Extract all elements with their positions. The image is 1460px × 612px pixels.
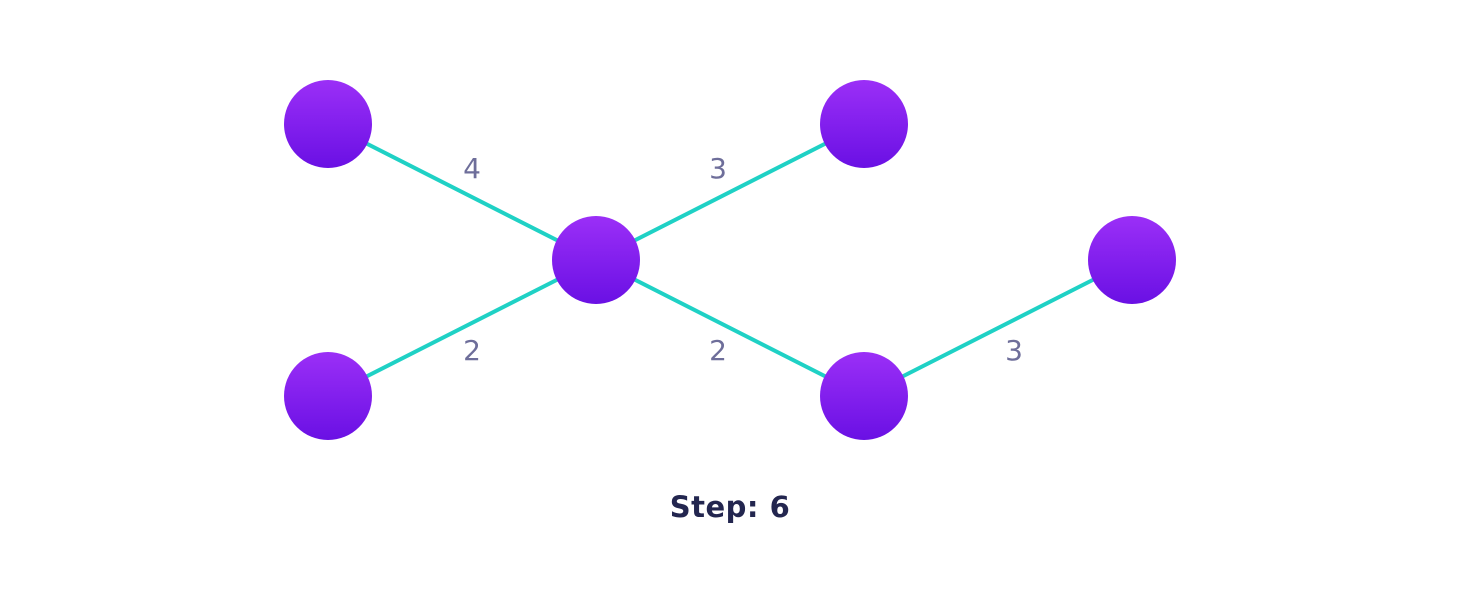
step-counter-label: Step: 6 <box>669 490 791 524</box>
graph-node-n1 <box>284 80 372 168</box>
graph-node-n4 <box>284 352 372 440</box>
edge-weight-n5-n6: 3 <box>1005 334 1023 367</box>
edge-n3-n5 <box>594 258 866 398</box>
edge-weight-n3-n2: 3 <box>709 152 727 185</box>
graph-node-n3 <box>552 216 640 304</box>
graph-node-n2 <box>820 80 908 168</box>
edge-n3-n2 <box>594 122 866 262</box>
nodes-layer <box>284 80 1176 440</box>
graph-node-n5 <box>820 352 908 440</box>
edge-weight-n4-n3: 2 <box>463 334 481 367</box>
edges-layer <box>326 122 1134 398</box>
edge-weights-layer: 4 3 2 2 3 <box>463 152 1023 367</box>
graph-node-n6 <box>1088 216 1176 304</box>
edge-n4-n3 <box>326 258 598 398</box>
edge-n1-n3 <box>326 122 598 262</box>
edge-weight-n1-n3: 4 <box>463 152 481 185</box>
edge-n5-n6 <box>862 258 1134 398</box>
edge-weight-n3-n5: 2 <box>709 334 727 367</box>
